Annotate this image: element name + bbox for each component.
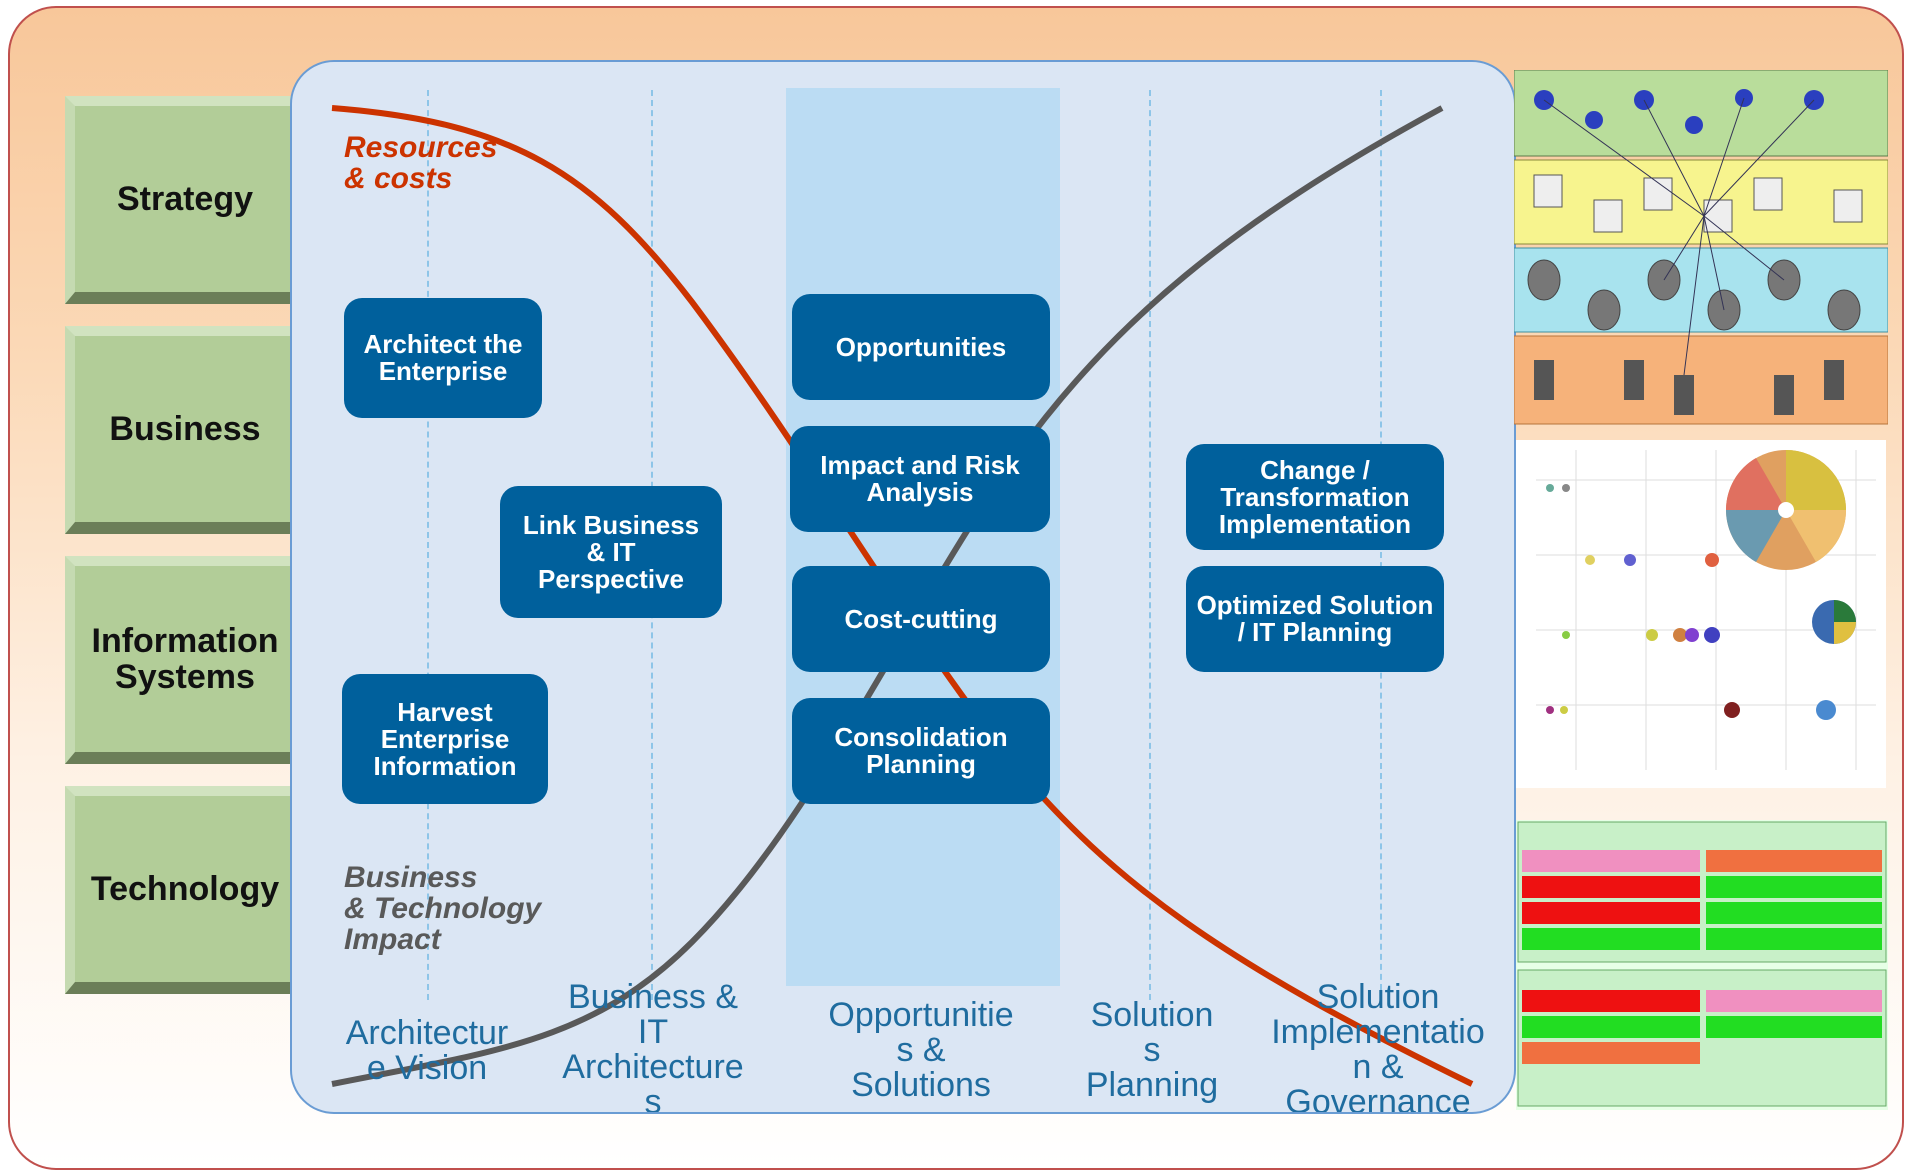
step-optimized-solution[interactable]: Optimized Solution / IT Planning <box>1186 566 1444 672</box>
layer-tab-information-systems: Information Systems <box>65 556 297 764</box>
resources-curve-label: Resources & costs <box>344 131 498 195</box>
layer-tab-technology: Technology <box>65 786 297 994</box>
layer-label-information-systems: Information Systems <box>91 622 279 696</box>
impact-curve-label: Business & Technology Impact <box>344 861 542 956</box>
step-harvest-enterprise-information[interactable]: Harvest Enterprise Information <box>342 674 548 804</box>
step-change-transformation[interactable]: Change / Transformation Implementation <box>1186 444 1444 550</box>
step-cost-cutting[interactable]: Cost-cutting <box>792 566 1050 672</box>
phase-solutions-planning: Solution s Planning <box>1085 996 1219 1104</box>
impact-curve <box>331 105 1444 1087</box>
step-architect-enterprise[interactable]: Architect the Enterprise <box>344 298 542 418</box>
layer-tab-business: Business <box>65 326 297 534</box>
slide-frame: Strategy Business Information Systems Te… <box>8 6 1904 1170</box>
layer-label-technology: Technology <box>90 870 280 908</box>
bubble-pie-chart-thumbnail <box>1516 440 1886 788</box>
step-opportunities[interactable]: Opportunities <box>792 294 1050 400</box>
step-impact-risk-analysis[interactable]: Impact and Risk Analysis <box>790 426 1050 532</box>
guide-line <box>1149 90 1151 1000</box>
phase-architecture-vision: Architectur e Vision <box>345 1014 509 1087</box>
layered-architecture-model-thumbnail <box>1514 70 1888 426</box>
layer-tab-strategy: Strategy <box>65 96 297 304</box>
layer-label-business: Business <box>109 410 261 448</box>
phase-business-it-architectures: Business & IT Architecture s <box>562 978 744 1114</box>
layer-label-strategy: Strategy <box>116 180 254 218</box>
phase-solution-implementation-governance: Solution Implementatio n & Governance <box>1271 978 1485 1114</box>
step-link-business-it[interactable]: Link Business & IT Perspective <box>500 486 722 618</box>
capability-heatmap-thumbnail <box>1516 820 1888 1110</box>
highlight-band <box>786 88 1060 986</box>
step-consolidation-planning[interactable]: Consolidation Planning <box>792 698 1050 804</box>
process-panel: Resources & costs Business & Technology … <box>290 60 1516 1114</box>
guide-line <box>427 90 429 1000</box>
phase-opportunities-solutions: Opportunitie s & Solutions <box>828 996 1014 1104</box>
